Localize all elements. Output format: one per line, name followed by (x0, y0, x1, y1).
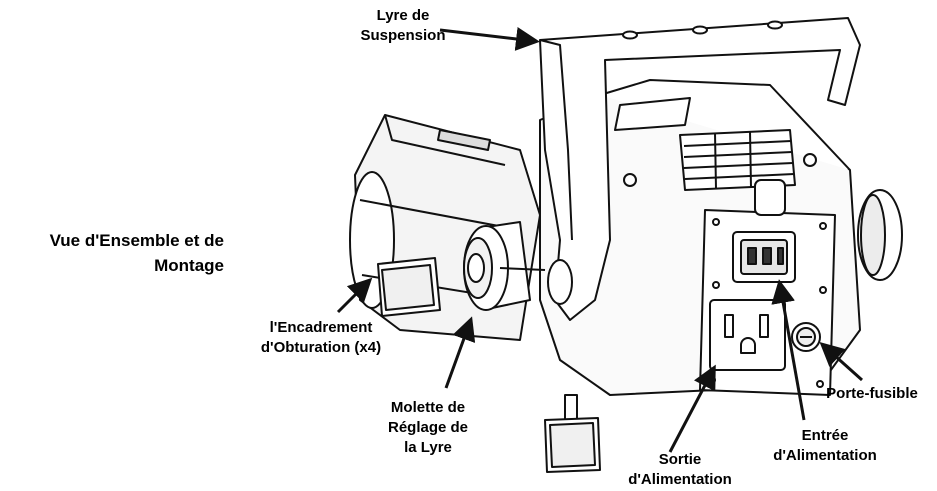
arrow-knob (444, 316, 476, 389)
arrow-power-in (771, 279, 806, 421)
label-power-in-line-2: d'Alimentation (773, 447, 877, 464)
label-power-in-line-1: Entrée (801, 427, 849, 444)
fuse-holder (791, 322, 821, 352)
label-power-in: Entrée d'Alimentation (760, 426, 890, 466)
arrow-yoke (439, 26, 540, 51)
arrow-shutter (336, 277, 373, 314)
label-yoke: Lyre de Suspension (348, 6, 458, 46)
label-knob-line-2: Réglage de (387, 419, 469, 436)
label-knob-line-3: la Lyre (404, 439, 452, 456)
power-output-socket (709, 299, 786, 371)
label-fuse: Porte-fusible (812, 384, 932, 404)
right-knob (857, 189, 903, 281)
yoke (539, 17, 861, 321)
label-yoke-line-2: Suspension (360, 27, 446, 44)
label-shutter-line-1: l'Encadrement (269, 319, 373, 336)
shutter-handle-bottom (544, 394, 601, 473)
label-shutter-line-2: d'Obturation (x4) (260, 339, 382, 356)
shutter-handle-left (377, 257, 441, 317)
arrow-power-out (668, 364, 716, 453)
label-yoke-line-1: Lyre de (376, 7, 430, 24)
label-power-out-line-2: d'Alimentation (628, 471, 732, 488)
arrow-fuse (819, 341, 864, 382)
caption-line-2: Montage (154, 256, 224, 275)
label-fuse-line-1: Porte-fusible (826, 385, 918, 402)
label-shutter: l'Encadrement d'Obturation (x4) (246, 318, 396, 358)
caption-line-1: Vue d'Ensemble et de (49, 231, 224, 250)
label-power-out-line-1: Sortie (658, 451, 702, 468)
label-power-out: Sortie d'Alimentation (615, 450, 745, 490)
label-knob-line-1: Molette de (390, 399, 466, 416)
diagram-caption: Vue d'Ensemble et de Montage (0, 228, 224, 278)
label-knob: Molette de Réglage de la Lyre (372, 398, 484, 458)
yoke-lock-knob (463, 221, 546, 311)
power-input-socket (732, 231, 796, 283)
